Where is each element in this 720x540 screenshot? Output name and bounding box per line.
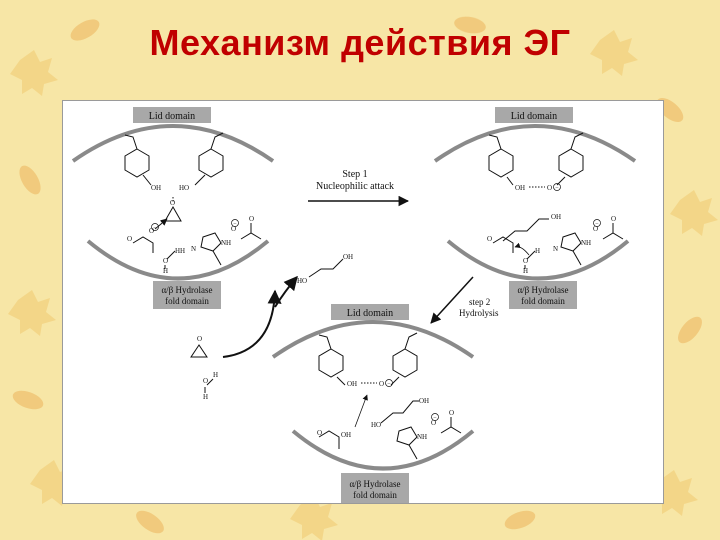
svg-text:H: H [203, 393, 208, 401]
lid-domain-label-box [133, 107, 211, 123]
lid-domain-label-3: Lid domain [347, 308, 393, 319]
svg-text:O: O [523, 257, 528, 265]
hydrolase-label-line2-3: fold domain [353, 490, 397, 500]
atom-ho: HO [179, 184, 189, 192]
tyrosine-ring-right [198, 148, 224, 178]
step1-arrow: Step 1 Nucleophilic attack [308, 169, 410, 207]
mechanism-diagram: Lid domain α/β Hydrolase fold domain OH … [71, 107, 637, 503]
svg-text:H: H [175, 247, 180, 255]
aspartate-residue [132, 236, 154, 253]
step2-label: step 2 [469, 297, 490, 307]
svg-text:NH: NH [221, 239, 231, 247]
panel-intermediate-state: Lid domain α/β Hydrolase fold domain OH … [433, 107, 637, 309]
svg-text:O: O [197, 335, 202, 343]
svg-text:OH: OH [551, 213, 561, 221]
epoxide-substrate [164, 205, 182, 222]
atom-o: O [170, 199, 175, 207]
svg-text:−: − [153, 226, 157, 232]
step1-subtitle: Nucleophilic attack [316, 181, 394, 192]
hydrolase-label-line1-2: α/β Hydrolase [517, 285, 568, 295]
svg-text:H: H [180, 247, 185, 255]
svg-text:H: H [535, 247, 540, 255]
diol-product: HO OH [297, 253, 353, 285]
svg-text:H: H [523, 267, 528, 275]
svg-text:O: O [379, 380, 384, 388]
svg-text:O: O [127, 235, 132, 243]
hydrolase-label-line2-2: fold domain [521, 296, 565, 306]
svg-text:O: O [611, 215, 616, 223]
svg-text:N: N [191, 245, 196, 253]
svg-text:O: O [593, 225, 598, 233]
lid-domain-label-2: Lid domain [511, 111, 557, 122]
step2-subtitle: Hydrolysis [459, 308, 499, 318]
lid-domain-arc [71, 124, 275, 163]
svg-text:−: − [387, 382, 391, 388]
free-reagents: O O H H [190, 335, 218, 401]
svg-text:O: O [449, 409, 454, 417]
svg-text:−: − [555, 186, 559, 192]
svg-text:−: − [595, 222, 599, 228]
svg-text:OH: OH [515, 184, 525, 192]
svg-text:OH: OH [343, 253, 353, 261]
hydrolase-label-line2: fold domain [165, 296, 209, 306]
hydrolase-label-line1-3: α/β Hydrolase [349, 479, 400, 489]
svg-text:NH: NH [417, 433, 427, 441]
svg-text:HO: HO [371, 421, 381, 429]
svg-text:−: − [433, 416, 437, 422]
svg-text:O: O [203, 377, 208, 385]
atom-oh: OH [151, 184, 161, 192]
svg-text:N: N [553, 245, 558, 253]
svg-text:−: − [233, 222, 237, 228]
lid-domain-label: Lid domain [149, 111, 195, 122]
hydrolase-domain-arc [86, 239, 270, 281]
cycle-return-arrow [222, 275, 298, 358]
svg-text:OH: OH [341, 431, 351, 439]
slide-title: Механизм действия ЭГ [149, 22, 571, 63]
panel-initial-state: Lid domain α/β Hydrolase fold domain OH … [71, 107, 275, 309]
svg-text:O: O [317, 429, 322, 437]
svg-text:O: O [487, 235, 492, 243]
panel-hydrolysis-state: Lid domain OH O − α/β Hydrolase fold dom… [271, 304, 475, 503]
svg-text:HO: HO [297, 277, 307, 285]
svg-text:O: O [249, 215, 254, 223]
histidine-ring [200, 232, 222, 252]
svg-text:O: O [431, 419, 436, 427]
svg-text:OH: OH [419, 397, 429, 405]
svg-text:H: H [163, 267, 168, 275]
svg-text:NH: NH [581, 239, 591, 247]
alkyl-enzyme-intermediate [502, 218, 549, 242]
svg-text:H: H [213, 371, 218, 379]
svg-text:O: O [149, 227, 154, 235]
svg-text:O: O [547, 184, 552, 192]
step1-label: Step 1 [342, 169, 367, 180]
tyrosine-ring-left [124, 148, 150, 178]
svg-text:O: O [163, 257, 168, 265]
mechanism-figure: Lid domain α/β Hydrolase fold domain OH … [62, 100, 664, 504]
svg-text:O: O [231, 225, 236, 233]
hydrolase-label-box [153, 281, 221, 309]
svg-text:OH: OH [347, 380, 357, 388]
step2-arrow: step 2 Hydrolysis [430, 276, 499, 324]
hydrolase-label-line1: α/β Hydrolase [161, 285, 212, 295]
